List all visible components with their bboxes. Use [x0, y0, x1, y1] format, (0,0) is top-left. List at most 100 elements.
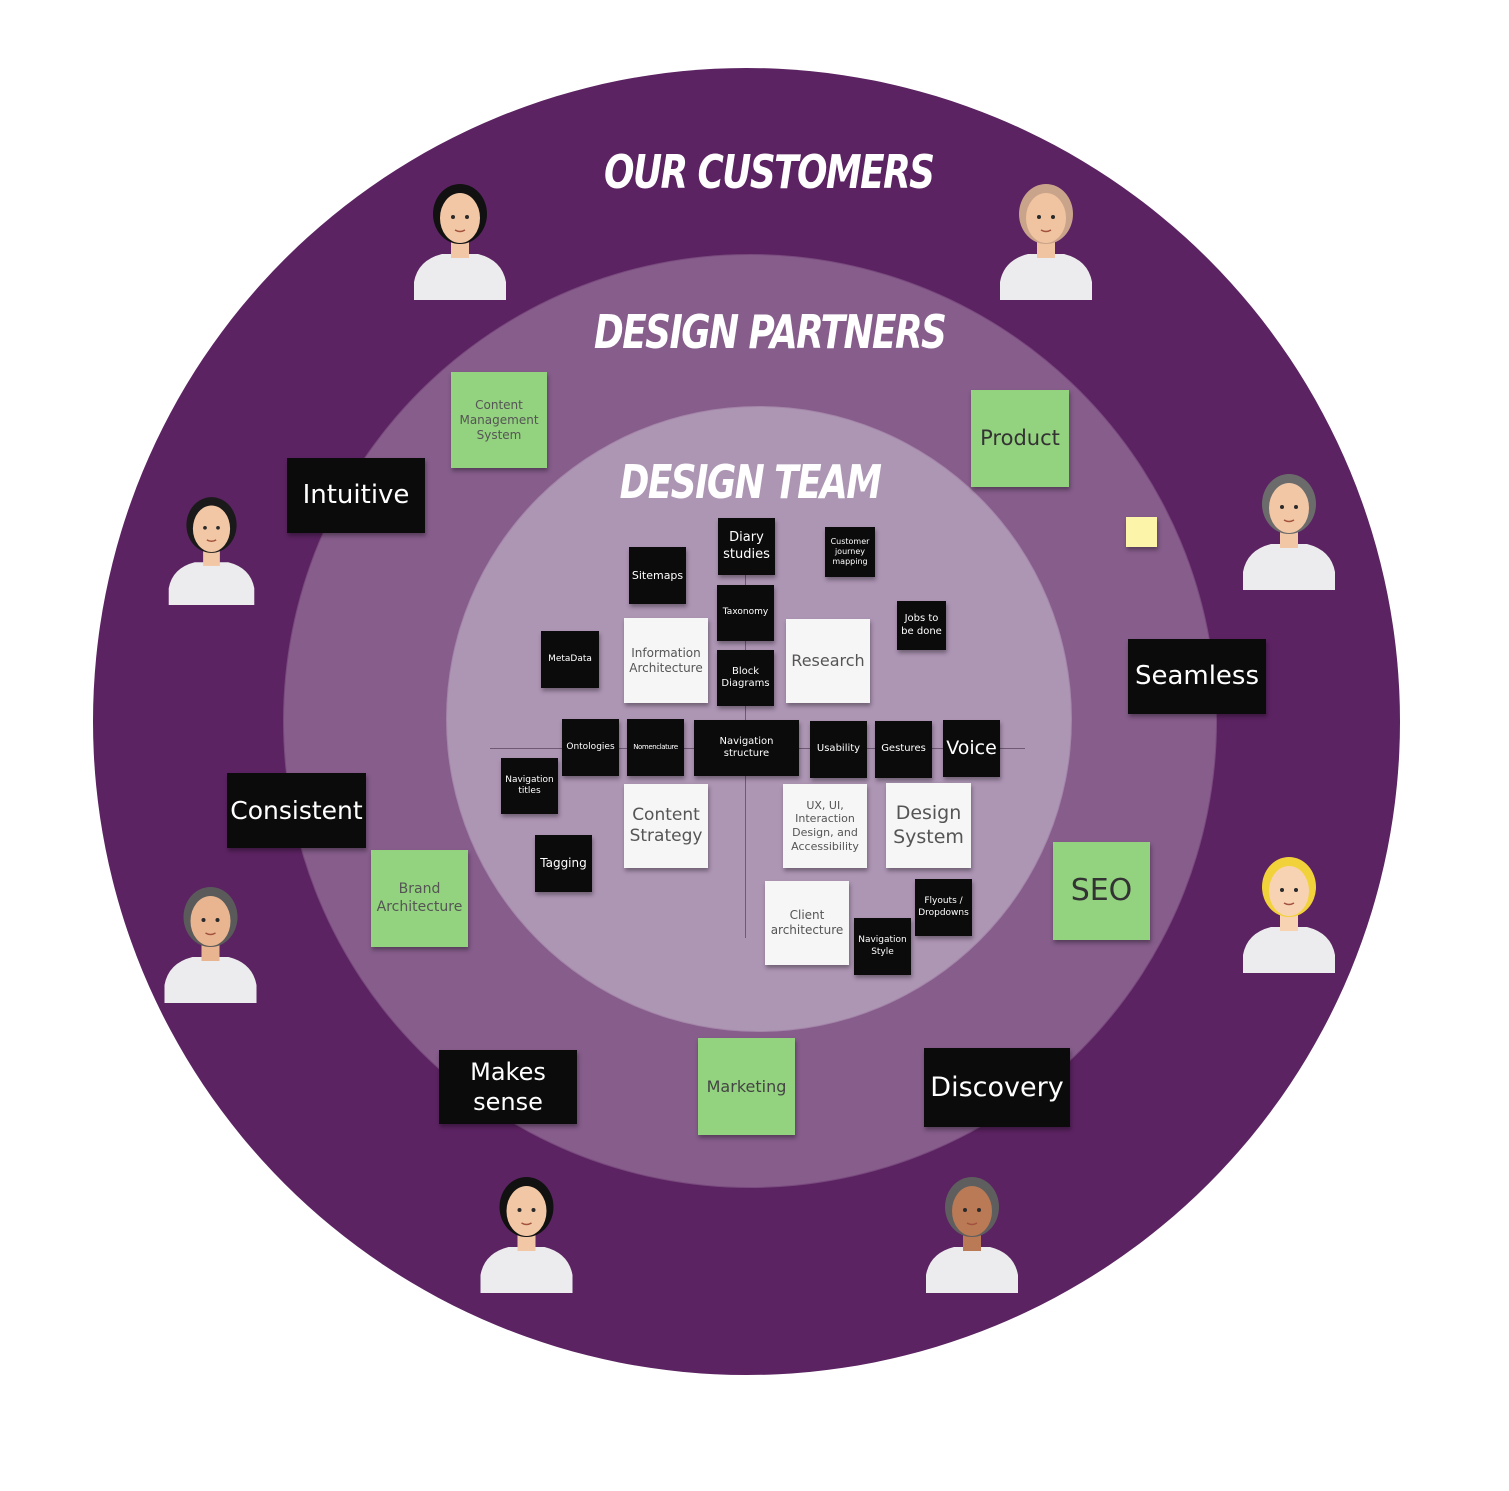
right-eye: [216, 525, 220, 530]
brand-line1: Brand: [398, 881, 441, 897]
voice-label: Voice: [946, 736, 997, 759]
diary-line2: studies: [723, 546, 770, 562]
left-eye: [1037, 215, 1041, 219]
sitemaps-note[interactable]: Sitemaps: [629, 547, 686, 604]
right-eye: [215, 918, 220, 922]
mouth: [206, 539, 217, 543]
ontologies-note[interactable]: Ontologies: [562, 719, 619, 776]
navstyle-line2: Style: [871, 946, 894, 957]
nav-structure-label: Navigation structure: [719, 735, 774, 760]
left-eye: [1280, 505, 1284, 509]
ontologies-label: Ontologies: [566, 741, 615, 752]
metadata-label: MetaData: [548, 653, 592, 664]
design-team-title: DESIGN TEAM: [619, 455, 882, 509]
mouth: [966, 1222, 978, 1226]
makes-sense-line1: Makes: [470, 1058, 546, 1086]
customer-woman-long-hair-figure: [414, 184, 506, 300]
customer-bald-man-glasses-avatar: [993, 170, 1099, 300]
navstyle-line1: Navigation: [858, 935, 907, 946]
mouth: [1283, 519, 1295, 523]
ux-line1: UX, UI,: [806, 798, 844, 812]
customer-woman-bun-avatar: [165, 475, 258, 605]
metadata-note[interactable]: MetaData: [541, 631, 599, 688]
customer-woman-long-hair-avatar: [410, 170, 510, 300]
nav-titles-line1: Navigation: [505, 774, 554, 785]
seamless-note[interactable]: Seamless: [1128, 639, 1266, 714]
intuitive-label: Intuitive: [302, 480, 410, 511]
seamless-label: Seamless: [1134, 661, 1260, 692]
discovery-note[interactable]: Discovery: [924, 1048, 1070, 1127]
intuitive-note[interactable]: Intuitive: [287, 458, 425, 533]
voice-note[interactable]: Voice: [943, 720, 1000, 777]
seo-note[interactable]: SEO: [1053, 842, 1150, 940]
customer-older-woman-glasses-figure: [1243, 474, 1335, 590]
customer-man-mustache-avatar: [158, 873, 263, 1003]
jtbd-line2: be done: [901, 625, 942, 637]
consistent-note[interactable]: Consistent: [227, 773, 366, 848]
client-line2: architecture: [770, 923, 844, 937]
ia-line1: Information: [631, 645, 701, 660]
navigation-structure-note[interactable]: Navigation structure: [694, 720, 799, 776]
marketing-note[interactable]: Marketing: [698, 1038, 795, 1135]
flyouts-line1: Flyouts /: [924, 896, 963, 907]
product-note[interactable]: Product: [971, 390, 1069, 487]
gestures-label: Gestures: [881, 743, 926, 755]
taxonomy-note[interactable]: Taxonomy: [717, 585, 774, 641]
flyouts-dropdowns-note[interactable]: Flyouts /Dropdowns: [915, 879, 972, 936]
makes-sense-line2: sense: [473, 1088, 543, 1116]
left-eye: [517, 1208, 522, 1212]
taxonomy-label: Taxonomy: [722, 607, 769, 618]
usability-note[interactable]: Usability: [810, 721, 867, 778]
mouth: [1040, 229, 1052, 233]
usability-label: Usability: [816, 743, 861, 755]
face-shape: [506, 1186, 547, 1236]
shirt-shape: [1243, 927, 1335, 973]
mouth: [454, 229, 466, 233]
nomenclature-note[interactable]: Nomenclature: [627, 719, 684, 776]
right-eye: [1294, 888, 1298, 892]
shirt-shape: [414, 254, 506, 300]
block-line2: Diagrams: [721, 678, 770, 689]
right-eye: [1051, 215, 1055, 219]
customer-woman-glasses-dark-figure: [926, 1177, 1018, 1293]
cms-line1: Content: [475, 397, 523, 412]
client-line1: Client: [789, 908, 825, 922]
ds-line2: System: [893, 825, 964, 848]
tagging-note[interactable]: Tagging: [535, 835, 592, 892]
jtbd-line1: Jobs to: [904, 613, 939, 624]
gestures-note[interactable]: Gestures: [875, 721, 932, 778]
ux-line2: Interaction: [795, 812, 855, 826]
research-label: Research: [791, 651, 865, 670]
nomenclature-label: Nomenclature: [633, 743, 678, 752]
ds-line1: Design: [895, 801, 962, 824]
block-line1: Block: [731, 665, 760, 677]
shirt-shape: [168, 562, 255, 605]
shirt-shape: [1000, 254, 1092, 300]
research-note[interactable]: Research: [786, 619, 870, 703]
consistent-label: Consistent: [230, 795, 363, 825]
blank-yellow-note[interactable]: [1126, 517, 1157, 547]
cms-line2: Management: [459, 412, 539, 427]
cjm-line3: mapping: [832, 557, 868, 566]
customer-blonde-woman-avatar: [1238, 843, 1340, 973]
customer-older-woman-glasses-avatar: [1238, 460, 1340, 590]
face-shape: [1269, 866, 1309, 916]
face-shape: [440, 193, 480, 243]
left-eye: [201, 918, 206, 922]
cms-line3: System: [476, 427, 522, 442]
seo-label: SEO: [1070, 873, 1133, 909]
